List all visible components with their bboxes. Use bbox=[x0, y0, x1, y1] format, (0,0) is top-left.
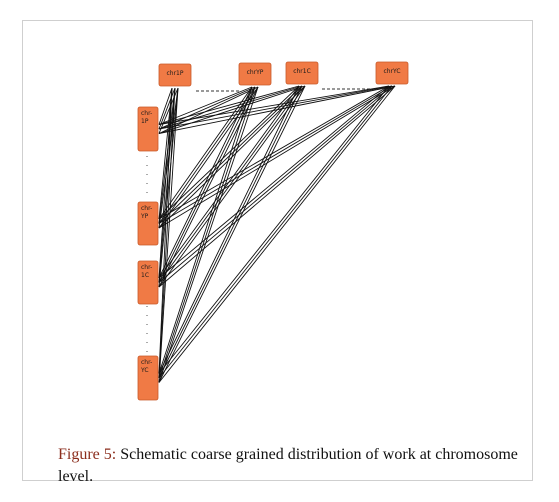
edge-3-3-0 bbox=[158, 85, 390, 374]
edge-1-3-2 bbox=[158, 86, 259, 383]
edge-3-2-2 bbox=[158, 85, 396, 288]
edge-0-0-0 bbox=[158, 87, 173, 125]
top-node-label-1: chrYP bbox=[247, 69, 264, 76]
edge-2-2-2 bbox=[158, 85, 306, 288]
edge-0-0-1 bbox=[158, 87, 176, 130]
top-node-1 bbox=[238, 62, 272, 86]
edge-1-3-1 bbox=[158, 86, 256, 379]
top-node-label-2: chr1C bbox=[293, 68, 311, 75]
figure-label: Figure 5: bbox=[58, 446, 117, 463]
edge-2-1-2 bbox=[158, 85, 306, 229]
figure-frame bbox=[22, 20, 533, 481]
top-node-3 bbox=[375, 61, 409, 85]
top-node-label-3: chrYC bbox=[383, 68, 400, 75]
edge-3-0-0 bbox=[158, 85, 390, 125]
left-node-label-3-0: chr- bbox=[141, 359, 152, 366]
edge-2-3-2 bbox=[158, 85, 306, 383]
edge-2-3-1 bbox=[158, 85, 303, 379]
edge-3-1-0 bbox=[158, 85, 390, 220]
edge-0-3-1 bbox=[158, 87, 176, 379]
edge-3-1-2 bbox=[158, 85, 396, 229]
left-node-0 bbox=[137, 106, 159, 152]
edge-2-0-2 bbox=[158, 85, 306, 134]
edge-3-3-1 bbox=[158, 85, 393, 379]
left-node-label-2-0: chr- bbox=[141, 264, 152, 271]
left-node-label-0-0: chr- bbox=[141, 110, 152, 117]
edge-2-1-0 bbox=[158, 85, 300, 220]
edge-3-0-2 bbox=[158, 85, 396, 134]
edge-2-0-0 bbox=[158, 85, 300, 125]
left-node-label-1-1: YP bbox=[140, 213, 149, 220]
edge-1-2-1 bbox=[158, 86, 256, 283]
left-node-label-0-1: 1P bbox=[141, 118, 149, 125]
edge-2-1-1 bbox=[158, 85, 303, 224]
edge-1-0-0 bbox=[158, 86, 253, 125]
edge-0-2-2 bbox=[158, 87, 179, 288]
edge-2-3-0 bbox=[158, 85, 300, 374]
left-node-3 bbox=[137, 355, 159, 401]
edge-1-1-0 bbox=[158, 86, 253, 220]
edge-1-3-0 bbox=[158, 86, 253, 374]
edge-2-2-1 bbox=[158, 85, 303, 283]
edge-3-3-2 bbox=[158, 85, 396, 383]
edge-group bbox=[158, 85, 396, 383]
edge-0-1-0 bbox=[158, 87, 173, 220]
caption-text: Schematic coarse grained distribution of… bbox=[58, 446, 518, 485]
top-node-label-0: chr1P bbox=[166, 70, 183, 77]
top-node-2 bbox=[285, 61, 319, 85]
left-node-1 bbox=[137, 201, 159, 246]
edge-3-0-1 bbox=[158, 85, 393, 130]
left-node-label-1-0: chr- bbox=[141, 205, 152, 212]
top-node-0 bbox=[158, 63, 192, 87]
edge-1-1-1 bbox=[158, 86, 256, 224]
edge-2-0-1 bbox=[158, 85, 303, 130]
figure-caption: Figure 5: Schematic coarse grained distr… bbox=[58, 444, 518, 488]
edge-3-2-1 bbox=[158, 85, 393, 283]
left-node-label-2-1: 1C bbox=[141, 272, 149, 279]
left-node-label-3-1: YC bbox=[140, 367, 149, 374]
edge-0-3-2 bbox=[158, 87, 179, 383]
edge-3-1-1 bbox=[158, 85, 393, 224]
edge-0-3-0 bbox=[158, 87, 173, 374]
edge-3-2-0 bbox=[158, 85, 390, 279]
left-node-2 bbox=[137, 260, 159, 305]
